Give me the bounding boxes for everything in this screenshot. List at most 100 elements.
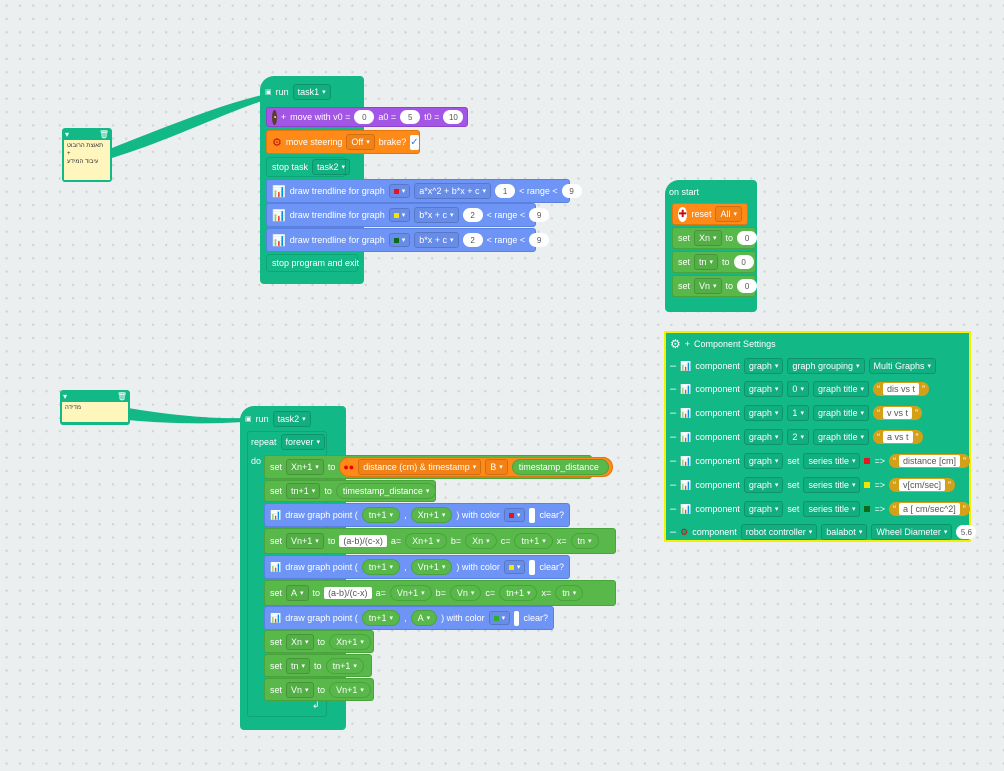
variable-reporter[interactable]: Vn+1 [329,681,371,698]
property-dropdown[interactable]: graph grouping [787,358,865,374]
component-dropdown[interactable]: graph [743,381,784,397]
c-reporter[interactable]: tn+1 [514,533,553,549]
index-dropdown[interactable]: 0 [787,381,809,397]
property-dropdown[interactable]: Wheel Diameter [871,524,953,540]
reset-dropdown[interactable]: All [715,206,742,222]
variable-dropdown[interactable]: A [286,585,309,601]
move-with-block[interactable]: ◔ + move with v0 = 0 a0 = 5 t0 = 10 [266,107,468,127]
collapse-icon[interactable]: ▾ [65,129,70,139]
variable-dropdown[interactable]: tn+1 [286,483,321,499]
wheel-diameter-input[interactable]: 5.6 [956,525,977,539]
set-variable-block[interactable]: set Vn to Vn+1 [264,678,374,701]
plus-icon[interactable]: + [280,112,287,122]
color-dropdown[interactable] [488,611,511,625]
settings-row[interactable]: – 📊 component graph set series title => … [670,453,971,469]
t0-input[interactable]: 10 [443,110,464,124]
remove-row-icon[interactable]: – [670,503,677,515]
variable-dropdown[interactable]: tn [694,254,719,270]
stop-task-block[interactable]: stop task task2 [266,157,351,177]
color-dropdown[interactable] [388,233,411,247]
string-input[interactable]: v vs t [883,407,913,419]
settings-row[interactable]: – ⚙ component robot controller balabot W… [670,524,977,540]
task-name-dropdown[interactable]: task1 [292,84,331,100]
remove-row-icon[interactable]: – [670,383,677,395]
range-to-input[interactable]: 9 [529,233,550,247]
trash-icon[interactable]: 🗑 [116,391,127,401]
formula-input[interactable]: (a-b)/(c-x) [324,587,372,599]
property-dropdown[interactable]: series title [803,453,861,469]
set-variable-block[interactable]: set Xn to 0 [672,227,758,249]
c-reporter[interactable]: tn+1 [499,585,538,601]
clear-checkbox[interactable] [529,507,536,523]
remove-row-icon[interactable]: – [670,455,677,467]
trendline-block[interactable]: 📊 draw trendline for graph b*x + c 2 < r… [266,228,550,252]
range-to-input[interactable]: 9 [561,184,582,198]
component-dropdown[interactable]: graph [743,477,784,493]
clear-checkbox[interactable] [529,559,536,575]
draw-graph-point-block[interactable]: 📊 draw graph point ( tn+1 , Xn+1 ) with … [264,503,570,527]
formula-dropdown[interactable]: b*x + c [414,232,459,248]
component-dropdown[interactable]: graph [743,501,784,517]
settings-row[interactable]: – 📊 component graph 1 graph title “v vs … [670,405,923,421]
value-input[interactable]: 0 [737,231,758,245]
component-dropdown[interactable]: robot controller [740,524,818,540]
plus-icon[interactable]: + [684,339,691,349]
trendline-block[interactable]: 📊 draw trendline for graph a*x^2 + b*x +… [266,179,582,203]
series-color-swatch[interactable] [864,506,871,512]
formula-dropdown[interactable]: a*x^2 + b*x + c [414,183,492,199]
task-name-dropdown[interactable]: task2 [272,411,311,427]
variable-dropdown[interactable]: Xn [286,633,314,650]
variable-reporter[interactable]: tn+1 [325,657,364,674]
string-literal[interactable]: “a [ cm/sec^2]” [888,502,970,516]
comment-text[interactable]: מדידה [62,402,128,422]
string-literal[interactable]: “distance [cm]” [888,454,971,468]
robot-dropdown[interactable]: balabot [821,524,868,540]
string-literal[interactable]: “v vs t” [873,406,923,420]
steering-dropdown[interactable]: Off [346,134,375,150]
index-dropdown[interactable]: 1 [787,405,809,421]
set-variable-block[interactable]: set Vn to 0 [672,275,758,297]
set-variable-block[interactable]: set tn to 0 [672,251,756,273]
x-reporter[interactable]: tn+1 [361,507,401,523]
index-dropdown[interactable]: 2 [787,429,809,445]
color-dropdown[interactable] [503,560,526,574]
comment-note[interactable]: ▾🗑 תאוצת הרובוט + עיבוד המידע [62,128,112,182]
settings-row[interactable]: – 📊 component graph set series title => … [670,501,970,517]
value-input[interactable]: 0 [737,279,758,293]
remove-row-icon[interactable]: – [670,526,677,538]
string-input[interactable]: v[cm/sec] [898,479,945,491]
series-color-swatch[interactable] [864,482,871,488]
variable-dropdown[interactable]: Vn [286,681,314,698]
stop-program-block[interactable]: stop program and exit [266,254,359,272]
brake-checkbox[interactable]: ✓ [410,134,419,150]
component-dropdown[interactable]: graph [743,358,784,374]
range-from-input[interactable]: 2 [462,208,483,222]
string-literal[interactable]: “a vs t” [873,430,923,444]
string-literal[interactable]: “dis vs t” [873,382,930,396]
y-reporter[interactable]: Xn+1 [410,507,453,523]
variable-dropdown[interactable]: tn [286,657,311,674]
property-dropdown[interactable]: graph title [812,405,869,421]
string-input[interactable]: a vs t [883,431,913,443]
string-literal[interactable]: “v[cm/sec]” [888,478,955,492]
remove-row-icon[interactable]: – [670,479,677,491]
value-dropdown[interactable]: Multi Graphs [868,358,937,374]
x-reporter[interactable]: tn [555,585,584,601]
component-dropdown[interactable]: graph [743,453,784,469]
b-reporter[interactable]: Vn [449,585,482,601]
property-dropdown[interactable]: graph title [812,381,869,397]
settings-row[interactable]: – 📊 component graph 2 graph title “a vs … [670,429,923,445]
color-dropdown[interactable] [503,508,526,522]
settings-row[interactable]: – 📊 component graph set series title => … [670,477,955,493]
settings-row[interactable]: – 📊 component graph graph grouping Multi… [670,358,937,374]
output-variable[interactable]: timestamp_distance [511,459,609,475]
trendline-block[interactable]: 📊 draw trendline for graph b*x + c 2 < r… [266,203,550,227]
a-reporter[interactable]: Xn+1 [405,533,447,549]
b-reporter[interactable]: Xn [465,533,497,549]
repeat-dropdown[interactable]: forever [280,434,326,450]
value-input[interactable]: 0 [733,255,754,269]
color-dropdown[interactable] [388,208,411,222]
component-dropdown[interactable]: graph [743,429,784,445]
variable-reporter[interactable]: Xn+1 [329,633,371,650]
comment-text[interactable]: תאוצת הרובוט + עיבוד המידע [64,140,110,180]
